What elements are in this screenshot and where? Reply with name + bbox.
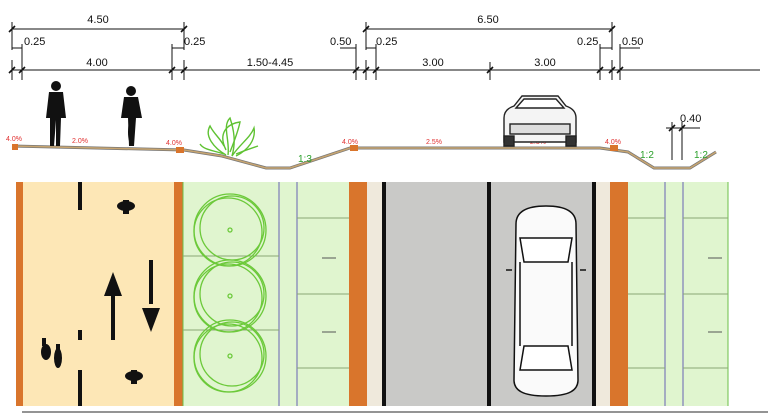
dim-offset-left-1: 0.25 [24, 36, 45, 48]
pedestrian-icon [46, 81, 66, 146]
cyclist-icon [121, 86, 142, 146]
dim-lane-1: 3.00 [422, 57, 443, 69]
slope-7: 4.0% [605, 139, 621, 146]
slope-ratio-1: 1:3 [298, 154, 312, 165]
dim-path-width: 4.00 [86, 57, 107, 69]
dim-road-total: 6.50 [477, 14, 498, 26]
car-plan-icon [506, 205, 586, 397]
dim-gutter-width: 0.40 [680, 113, 701, 125]
tree-icon [193, 193, 267, 393]
slope-ratio-3: 1:2 [694, 150, 708, 161]
dim-lane-2: 3.00 [534, 57, 555, 69]
dim-offset-mid: 0.50 [330, 36, 351, 48]
cross-section-profile [11, 144, 717, 170]
dim-offset-left-2: 0.25 [184, 36, 205, 48]
pedestrian-plan-icon [41, 338, 62, 368]
slope-1: 4.0% [6, 136, 22, 143]
bush-icon [199, 116, 259, 157]
dim-verge-width: 1.50-4.45 [247, 57, 293, 69]
slope-5: 2.5% [426, 139, 442, 146]
slope-2: 2.0% [72, 138, 88, 145]
slope-ratio-2: 1:2 [640, 150, 654, 161]
arrow-up-icon [104, 272, 122, 340]
slope-4: 4.0% [342, 139, 358, 146]
dim-bike-total: 4.50 [87, 14, 108, 26]
dim-offset-right: 0.50 [622, 36, 643, 48]
dimension-ticks [8, 25, 686, 132]
dim-offset-road-left: 0.25 [376, 36, 397, 48]
arrow-down-icon [142, 260, 160, 332]
bike-symbol-icon [117, 200, 143, 384]
slope-3: 4.0% [166, 140, 182, 147]
car-icon [503, 95, 577, 147]
dim-offset-road-right: 0.25 [577, 36, 598, 48]
